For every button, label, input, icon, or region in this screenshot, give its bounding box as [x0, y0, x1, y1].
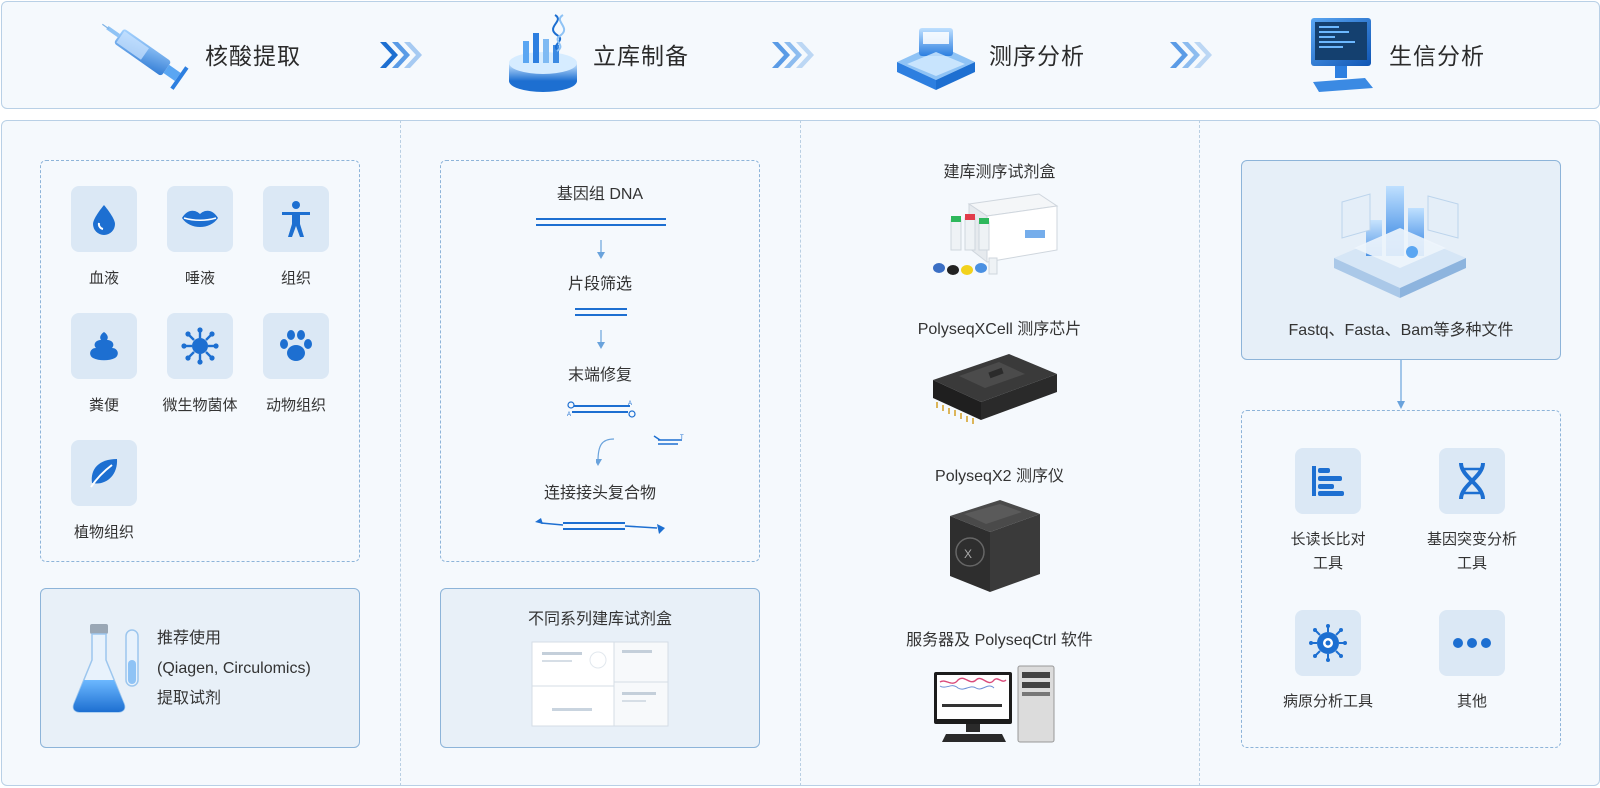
step-title: 测序分析 — [989, 43, 1085, 69]
sample-label: 植物组织 — [73, 524, 134, 541]
dna-dish-icon — [509, 14, 577, 92]
syringe-icon — [102, 23, 189, 90]
virus-icon — [1309, 624, 1347, 662]
sample-types-box — [40, 160, 360, 562]
sample-plant-tissue: 植物组织 — [54, 440, 154, 542]
column-divider — [1199, 120, 1200, 786]
human-figure-icon — [282, 201, 310, 237]
sample-label: 唾液 — [184, 270, 215, 287]
tool-pathogen: 病原分析工具 — [1263, 610, 1393, 714]
sample-label: 粪便 — [88, 397, 119, 414]
more-icon — [1453, 638, 1491, 648]
library-step-label: 连接接头复合物 — [543, 485, 656, 502]
svg-text:A: A — [567, 412, 571, 418]
library-step-label: 片段筛选 — [567, 276, 632, 293]
chip-icon — [933, 354, 1057, 424]
arrow-down-icon — [597, 240, 605, 259]
sample-animal-tissue: 动物组织 — [246, 313, 346, 415]
sample-stool: 粪便 — [54, 313, 154, 415]
step-sequencing: 测序分析 — [893, 0, 1085, 108]
recommend-line: 提取试剂 — [157, 690, 222, 707]
server-icon — [934, 665, 1055, 743]
dna-fragment-icon — [575, 308, 627, 316]
sample-label: 微生物菌体 — [162, 397, 238, 414]
computer-icon — [1311, 18, 1373, 92]
chevron-right-icon — [380, 42, 422, 68]
step-bioinfo: 生信分析 — [1305, 0, 1485, 108]
leaf-icon — [90, 459, 118, 488]
sample-saliva: 唾液 — [150, 186, 250, 288]
kit-title: 不同系列建库试剂盒 — [527, 611, 672, 628]
chevron-right-icon — [772, 42, 814, 68]
seq-item-label: 建库测序试剂盒 — [943, 164, 1056, 181]
sample-blood: 血液 — [54, 186, 154, 288]
blood-drop-icon — [93, 205, 115, 235]
file-types-label: Fastq、Fasta、Bam等多种文件 — [1288, 322, 1514, 339]
seq-item-label: 服务器及 PolyseqCtrl 软件 — [906, 632, 1093, 649]
sequencer-icon — [897, 28, 975, 90]
column-divider — [400, 120, 401, 786]
library-step-label: 末端修复 — [567, 367, 632, 384]
chevron-right-icon — [1170, 42, 1212, 68]
tool-other: 其他 — [1407, 610, 1537, 714]
recommend-line: 推荐使用 — [157, 630, 222, 647]
seq-item-label: PolyseqX2 测序仪 — [935, 468, 1064, 485]
end-repair-icon: A A — [567, 401, 636, 418]
step-extraction: 核酸提取 — [95, 0, 301, 108]
column-divider — [800, 120, 801, 786]
step-title: 立库制备 — [593, 43, 689, 69]
step-library: 立库制备 — [505, 0, 689, 108]
reagent-kit-icon — [933, 193, 1059, 275]
adapter-ligated-icon — [535, 518, 665, 534]
arrow-curve-icon — [596, 438, 615, 466]
sample-label: 组织 — [280, 270, 311, 287]
recommend-text: 推荐使用 (Qiagen, Circulomics) 提取试剂 — [157, 624, 311, 714]
stool-icon — [90, 332, 118, 361]
lips-icon — [182, 210, 218, 227]
tool-mutation: 基因突变分析 工具 — [1407, 448, 1537, 576]
library-steps-box — [440, 160, 760, 562]
step-title: 生信分析 — [1389, 43, 1485, 69]
svg-text:T: T — [680, 435, 684, 441]
tool-label: 病原分析工具 — [1282, 693, 1373, 710]
dna-helix-icon — [1459, 462, 1485, 500]
step-title: 核酸提取 — [205, 43, 301, 69]
recommend-line: (Qiagen, Circulomics) — [157, 660, 311, 677]
paw-icon — [280, 330, 312, 361]
arrow-down-icon — [597, 330, 605, 349]
sample-microbe: 微生物菌体 — [150, 313, 250, 415]
sample-label: 血液 — [88, 270, 119, 287]
sample-tissue: 组织 — [246, 186, 346, 288]
tool-alignment: 长读长比对 工具 — [1263, 448, 1393, 576]
tool-label: 长读长比对 工具 — [1290, 531, 1366, 572]
dna-strand-icon — [536, 218, 666, 226]
tool-label: 其他 — [1456, 693, 1487, 710]
svg-text:X: X — [964, 547, 972, 561]
kit-boxes-image — [531, 641, 669, 727]
sample-label: 动物组织 — [265, 397, 326, 414]
alignment-icon — [1312, 466, 1344, 496]
analysis-tools-box — [1241, 410, 1561, 748]
arrow-down-icon — [1397, 360, 1405, 409]
library-step-label: 基因组 DNA — [556, 186, 644, 203]
microbe-icon — [181, 327, 219, 365]
sequencer-device-icon: X — [950, 500, 1040, 592]
data-platform-icon — [1334, 186, 1466, 298]
adapter-icon: T — [653, 435, 684, 445]
flask-icon — [72, 624, 139, 713]
svg-text:A: A — [628, 401, 632, 407]
seq-item-label: PolyseqXCell 测序芯片 — [917, 321, 1082, 338]
tool-label: 基因突变分析 工具 — [1426, 531, 1517, 572]
